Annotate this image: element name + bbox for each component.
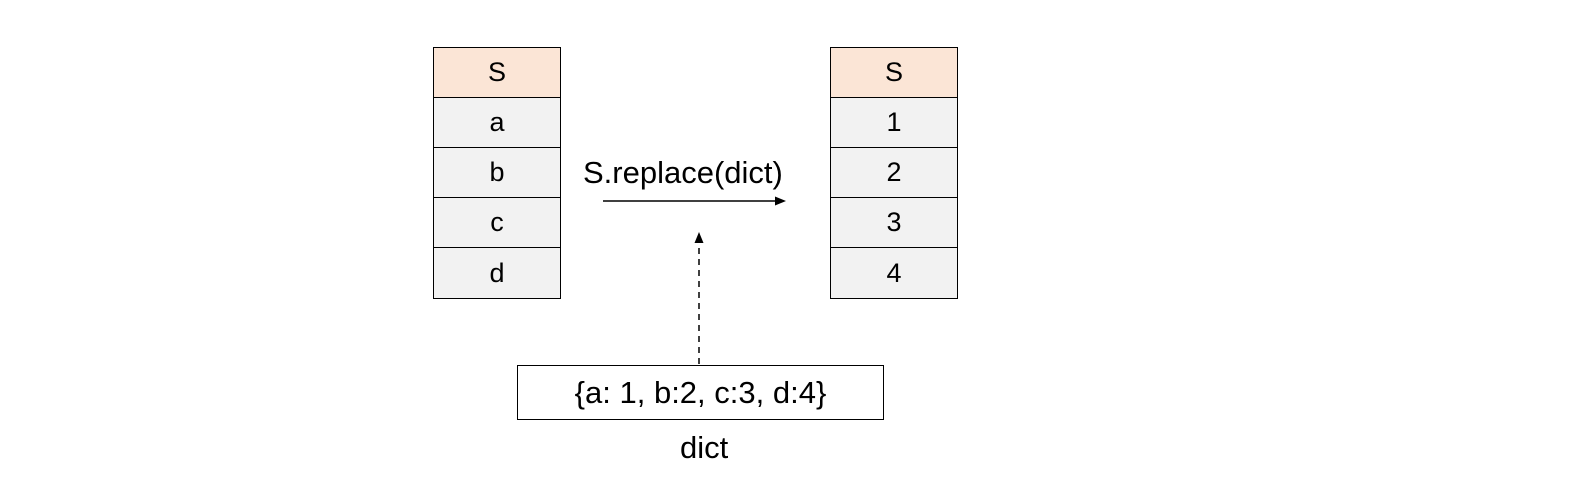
right-series-cell: 2 — [831, 148, 957, 198]
dashed-up-arrow-icon — [694, 232, 704, 364]
left-series-cell: d — [434, 248, 560, 298]
operation-label: S.replace(dict) — [583, 155, 783, 190]
right-series-table: S 1 2 3 4 — [830, 47, 958, 299]
left-series-header: S — [434, 48, 560, 98]
right-series-cell: 4 — [831, 248, 957, 298]
left-series-table: S a b c d — [433, 47, 561, 299]
dict-caption: dict — [680, 430, 729, 465]
right-series-cell: 1 — [831, 98, 957, 148]
dict-box-text: {a: 1, b:2, c:3, d:4} — [574, 374, 827, 410]
left-series-cell: b — [434, 148, 560, 198]
dict-box: {a: 1, b:2, c:3, d:4} — [517, 365, 884, 420]
left-series-cell: c — [434, 198, 560, 248]
right-arrow-icon — [603, 196, 786, 206]
right-series-cell: 3 — [831, 198, 957, 248]
left-series-cell: a — [434, 98, 560, 148]
right-series-header: S — [831, 48, 957, 98]
